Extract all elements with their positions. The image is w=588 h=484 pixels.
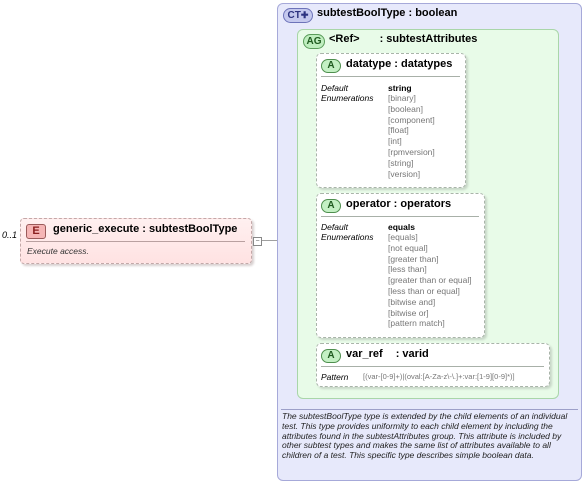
attribute-datatype[interactable]: A datatype : datatypes Default Enumerati… xyxy=(316,53,466,188)
enumeration-list: [binary] [boolean] [component] [float] [… xyxy=(388,93,435,179)
enumeration-value: [greater than or equal] xyxy=(388,275,472,286)
connector-element-to-type xyxy=(261,240,277,241)
attribute-group-badge: AG xyxy=(303,34,325,49)
element-divider xyxy=(26,241,245,242)
pattern-label: Pattern xyxy=(321,372,349,382)
element-documentation: Execute access. xyxy=(27,246,89,256)
enumerations-label: Enumerations xyxy=(321,232,374,242)
attribute-operator[interactable]: A operator : operators Default Enumerati… xyxy=(316,193,485,338)
attribute-badge: A xyxy=(321,349,341,363)
complex-type-title: subtestBoolType : boolean xyxy=(317,7,458,19)
enumeration-value: [less than or equal] xyxy=(388,285,460,296)
element-box[interactable]: E generic_execute : subtestBoolType Exec… xyxy=(20,218,252,264)
occurrence-label: 0..1 xyxy=(2,230,18,240)
complex-type-doc-divider xyxy=(281,409,578,410)
attribute-group-ref: <Ref> : subtestAttributes xyxy=(329,33,477,45)
complex-type-badge: CT✚ xyxy=(283,8,313,23)
default-label: Default xyxy=(321,222,348,232)
attribute-var-ref[interactable]: A var_ref : varid Pattern [(var-[0-9]+)|(… xyxy=(316,343,550,387)
complex-type-badge-label: CT xyxy=(287,10,301,21)
enumeration-value: [greater than] xyxy=(388,253,439,264)
element-title: generic_execute : subtestBoolType xyxy=(53,223,238,235)
enumeration-list: [equals] [not equal] [greater than] [les… xyxy=(388,232,472,329)
attribute-divider xyxy=(321,216,479,217)
plus-icon: ✚ xyxy=(300,10,309,20)
attribute-badge: A xyxy=(321,199,341,213)
enumeration-value: [boolean] xyxy=(388,103,423,114)
enumeration-value: [float] xyxy=(388,125,409,136)
default-value: string xyxy=(388,83,412,93)
enumeration-value: [pattern match] xyxy=(388,318,445,329)
enumeration-value: [string] xyxy=(388,157,414,168)
enumeration-value: [equals] xyxy=(388,232,418,242)
attribute-badge: A xyxy=(321,59,341,73)
attribute-title: datatype : datatypes xyxy=(346,58,453,70)
attribute-name: var_ref xyxy=(346,348,383,360)
enumeration-value: [less than] xyxy=(388,264,427,275)
attribute-divider xyxy=(321,366,544,367)
attribute-title: operator : operators xyxy=(346,198,452,210)
enumeration-value: [int] xyxy=(388,136,402,147)
enumeration-value: [rpmversion] xyxy=(388,146,435,157)
enumeration-value: [component] xyxy=(388,114,435,125)
enumeration-value: [bitwise and] xyxy=(388,296,436,307)
complex-type-documentation: The subtestBoolType type is extended by … xyxy=(282,411,568,461)
collapse-toggle-icon[interactable]: − xyxy=(253,237,262,246)
pattern-value: [(var-[0-9]+)|(oval:[A-Za-z\-\.]+:var:[1… xyxy=(363,372,515,381)
enumerations-label: Enumerations xyxy=(321,93,374,103)
default-label: Default xyxy=(321,83,348,93)
enumeration-value: [not equal] xyxy=(388,242,428,253)
enumeration-value: [binary] xyxy=(388,93,416,103)
enumeration-value: [bitwise or] xyxy=(388,307,429,318)
default-value: equals xyxy=(388,222,415,232)
enumeration-value: [version] xyxy=(388,168,421,179)
attribute-divider xyxy=(321,76,460,77)
attribute-group-name: : subtestAttributes xyxy=(379,33,478,45)
attribute-type: : varid xyxy=(395,348,429,360)
element-badge: E xyxy=(26,224,46,239)
attribute-group-ref-label: <Ref> xyxy=(329,33,360,45)
attribute-title: var_ref : varid xyxy=(346,348,429,360)
